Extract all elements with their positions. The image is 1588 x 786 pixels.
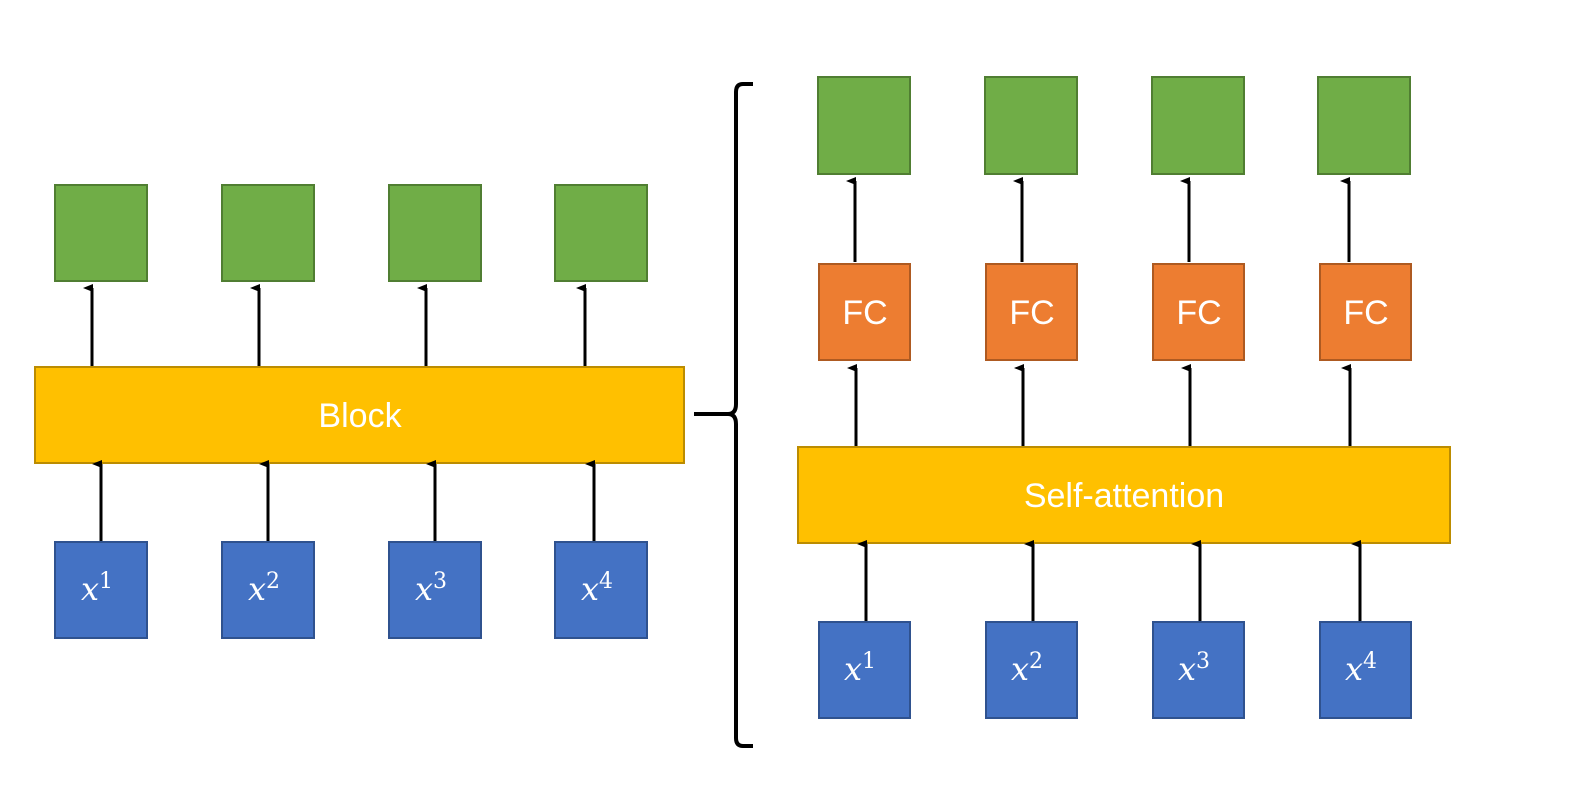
left-input-label-2-base: x (248, 570, 266, 608)
curly-brace (694, 82, 753, 748)
fc-box-1 (818, 263, 911, 361)
fc-box-2 (985, 263, 1078, 361)
right-input-label-1-base: x (844, 650, 862, 688)
right-input-box-3 (1152, 621, 1245, 719)
left-input-label-3: x3 (415, 569, 447, 608)
left-output-box-4 (554, 184, 648, 282)
self-attention-label: Self-attention (1024, 477, 1224, 515)
left-input-label-2-sup: 2 (266, 569, 280, 594)
left-input-label-2: x2 (248, 569, 280, 608)
left-input-label-3-base: x (415, 570, 433, 608)
left-input-box-1 (54, 541, 148, 639)
block-label: Block (318, 397, 402, 435)
right-input-label-2: x2 (1011, 649, 1043, 688)
fc-label-1: FC (842, 294, 887, 332)
left-input-label-1-sup: 1 (99, 569, 113, 594)
right-input-box-2 (985, 621, 1078, 719)
self-attention-bar (797, 446, 1451, 544)
fc-label-2: FC (1009, 294, 1054, 332)
left-diagram: Block x1 x2 x3 x4 (34, 184, 685, 639)
left-input-label-1: x1 (81, 569, 113, 608)
left-input-label-3-sup: 3 (433, 569, 447, 594)
left-input-box-4 (554, 541, 648, 639)
left-input-label-4-sup: 4 (599, 569, 613, 594)
right-input-label-2-base: x (1011, 650, 1029, 688)
fc-box-3 (1152, 263, 1245, 361)
right-input-label-4-base: x (1345, 650, 1363, 688)
right-input-label-4: x4 (1345, 649, 1377, 688)
right-output-box-1 (817, 76, 911, 175)
right-input-label-2-sup: 2 (1029, 649, 1043, 674)
right-input-label-4-sup: 4 (1363, 649, 1377, 674)
left-input-label-4: x4 (581, 569, 613, 608)
left-input-box-3 (388, 541, 482, 639)
right-input-label-3-base: x (1178, 650, 1196, 688)
right-output-box-3 (1151, 76, 1245, 175)
right-input-label-3-sup: 3 (1196, 649, 1210, 674)
left-input-label-4-base: x (581, 570, 599, 608)
left-output-box-1 (54, 184, 148, 282)
left-output-box-3 (388, 184, 482, 282)
right-output-box-2 (984, 76, 1078, 175)
fc-box-4 (1319, 263, 1412, 361)
right-input-label-1-sup: 1 (862, 649, 876, 674)
fc-label-4: FC (1343, 294, 1388, 332)
right-input-label-1: x1 (844, 649, 876, 688)
right-output-box-4 (1317, 76, 1411, 175)
left-output-box-2 (221, 184, 315, 282)
right-input-box-4 (1319, 621, 1412, 719)
left-input-box-2 (221, 541, 315, 639)
left-input-label-1-base: x (81, 570, 99, 608)
block-bar (34, 366, 685, 464)
fc-label-3: FC (1176, 294, 1221, 332)
right-input-box-1 (818, 621, 911, 719)
right-input-label-3: x3 (1178, 649, 1210, 688)
right-diagram: FC FC FC FC Self-attention x1 x2 x3 x4 (797, 76, 1451, 719)
